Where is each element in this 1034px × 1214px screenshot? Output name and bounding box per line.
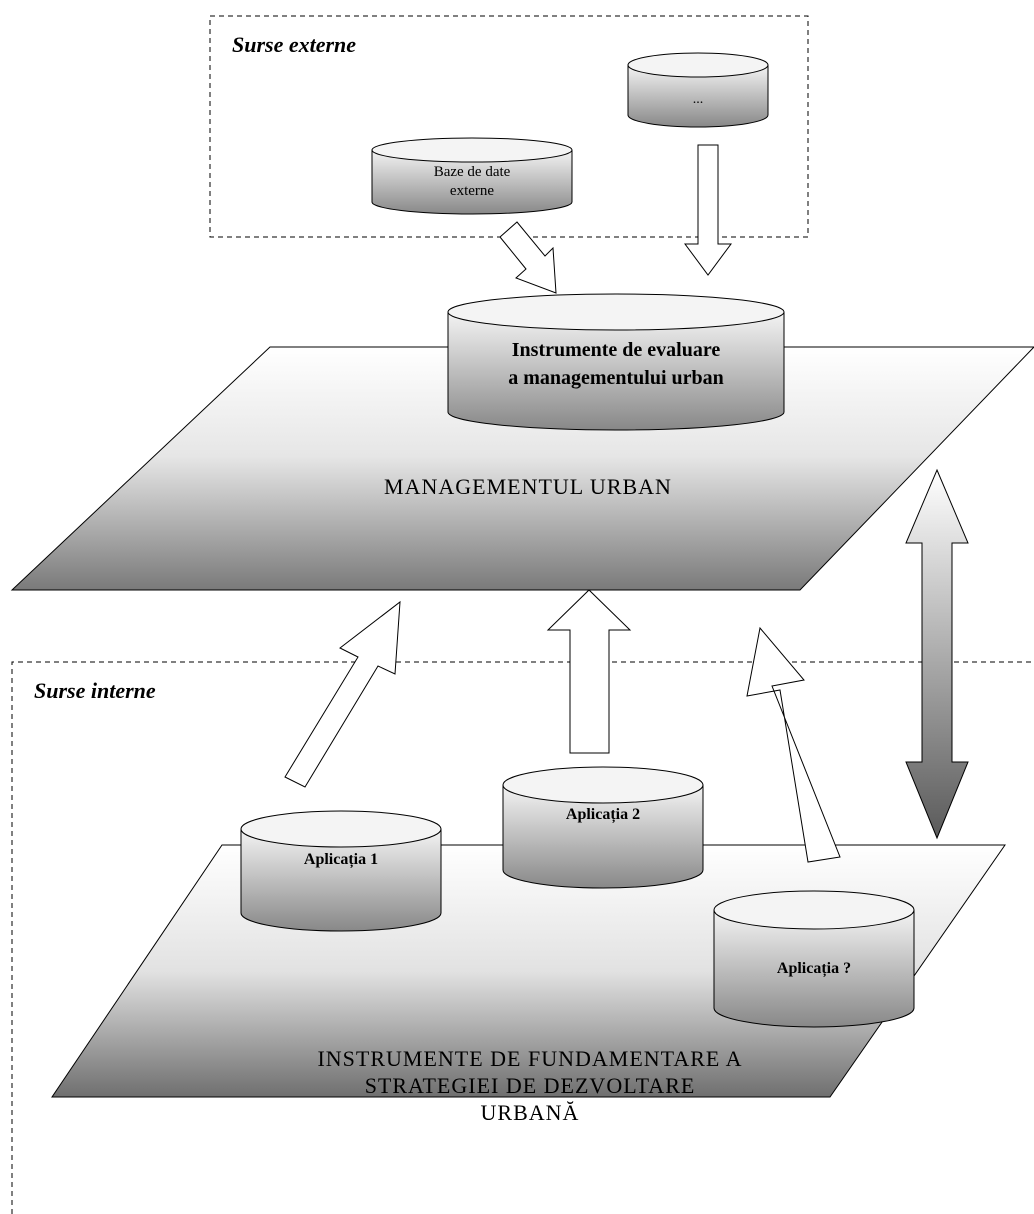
arrow-other-external-to-evaluation bbox=[684, 144, 732, 276]
evaluation-label-line-2: a managementului urban bbox=[508, 367, 724, 389]
arrow-app3-to-management bbox=[746, 626, 841, 863]
management-plane-title: MANAGEMENTUL URBAN bbox=[384, 474, 672, 499]
external-db-label-line-1: Baze de date bbox=[434, 164, 511, 180]
database-other-external: ... bbox=[627, 52, 769, 128]
foundation-title-line-3: URBANĂ bbox=[481, 1100, 580, 1125]
foundation-title-line-1: INSTRUMENTE DE FUNDAMENTARE A bbox=[317, 1046, 742, 1071]
database-external: Baze de date externe bbox=[371, 137, 573, 215]
other-external-label: ... bbox=[693, 92, 704, 107]
external-sources-label: Surse externe bbox=[232, 32, 356, 57]
arrow-app2-to-management bbox=[546, 589, 632, 754]
bidirectional-arrow bbox=[905, 468, 969, 840]
evaluation-label-line-1: Instrumente de evaluare bbox=[512, 339, 721, 361]
external-db-label-line-2: externe bbox=[450, 183, 494, 199]
arrow-external-db-to-evaluation bbox=[499, 221, 557, 294]
app3-label: Aplicația ? bbox=[777, 960, 851, 978]
database-app-2: Aplicația 2 bbox=[502, 766, 704, 889]
internal-sources-region bbox=[11, 661, 1034, 1214]
app1-label: Aplicația 1 bbox=[304, 851, 378, 869]
foundation-plane-title: INSTRUMENTE DE FUNDAMENTARE A STRATEGIEI… bbox=[317, 1046, 742, 1125]
database-evaluation-tools: Instrumente de evaluare a managementului… bbox=[447, 293, 785, 431]
foundation-title-line-2: STRATEGIEI DE DEZVOLTARE bbox=[365, 1073, 696, 1098]
database-app-3: Aplicația ? bbox=[713, 890, 915, 1028]
app2-label: Aplicația 2 bbox=[566, 806, 640, 824]
arrow-app1-to-management bbox=[284, 600, 401, 788]
database-app-1: Aplicația 1 bbox=[240, 810, 442, 932]
internal-sources-label: Surse interne bbox=[34, 678, 156, 703]
